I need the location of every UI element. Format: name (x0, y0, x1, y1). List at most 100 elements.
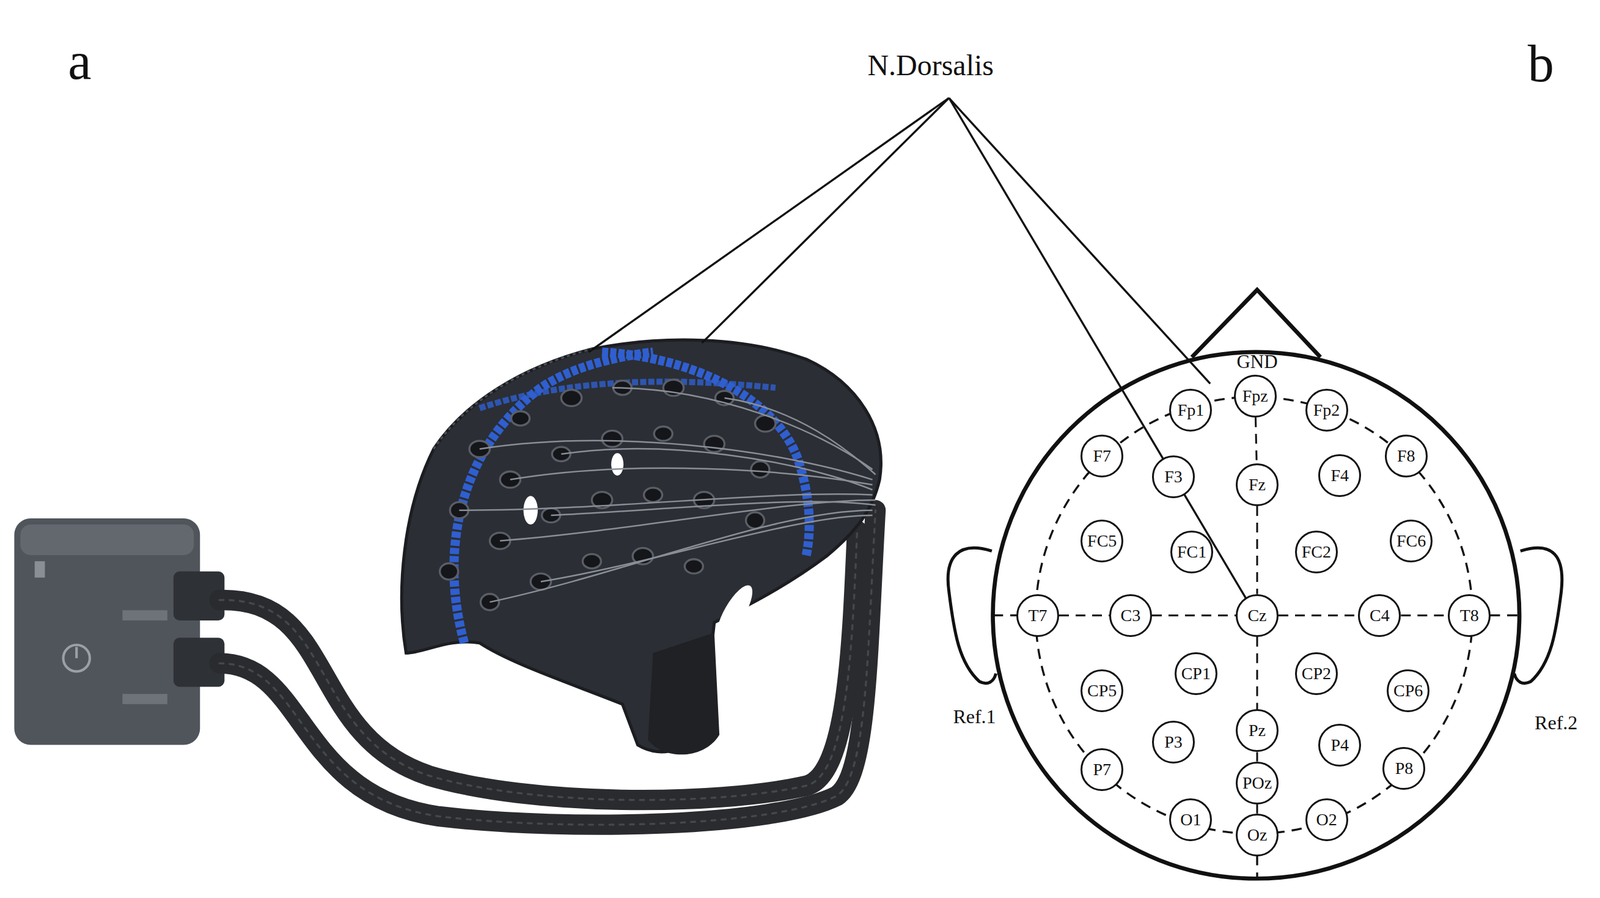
electrode-circle: Fp2 (1305, 388, 1349, 432)
illustration-part (510, 468, 873, 485)
head-outline (947, 289, 1563, 879)
electrode-label: POz (1242, 774, 1272, 792)
illustration-part (63, 644, 90, 672)
electrode-circle: C3 (1109, 594, 1153, 637)
electrode-circle: Fpz (1233, 374, 1277, 418)
dashed-guide-line (1256, 636, 1259, 710)
illustration-part (751, 461, 770, 478)
electrode-circle: FC5 (1080, 519, 1124, 563)
illustration-part (612, 387, 873, 470)
dashed-guide-line (1152, 614, 1236, 617)
electrode-circle: F8 (1384, 434, 1428, 478)
amplifier (14, 518, 225, 745)
electrode-circle: FC2 (1295, 530, 1338, 574)
illustration-part (1191, 289, 1321, 357)
illustration-part (20, 524, 194, 555)
electrode-label: P7 (1092, 760, 1112, 778)
illustration-part (949, 97, 1211, 384)
illustration-part (653, 426, 673, 441)
ground-label: GND (1236, 352, 1278, 371)
illustration-part (993, 352, 1520, 879)
illustration-part (1489, 614, 1520, 617)
electrode-label: Pz (1248, 721, 1266, 739)
electrode-label: O1 (1180, 811, 1201, 829)
illustration-part (746, 512, 765, 529)
electrode-circle: POz (1235, 761, 1279, 805)
illustration-part (561, 448, 873, 490)
illustration-part (561, 389, 582, 407)
illustration-part (122, 609, 167, 621)
electrode-circle: Pz (1235, 708, 1279, 752)
electrode-label: CP5 (1087, 682, 1117, 700)
electrode-circle: P3 (1152, 720, 1195, 764)
electrode-circle: C4 (1357, 594, 1401, 637)
electrode-circle: P4 (1318, 723, 1362, 767)
electrode-label: CP6 (1393, 682, 1423, 700)
illustration-part (440, 562, 459, 580)
electrode-circle: F3 (1152, 455, 1195, 499)
illustration-part (582, 553, 601, 568)
electrode-circle: Fz (1235, 463, 1279, 507)
leader-lines (588, 97, 1247, 600)
illustration-part (588, 97, 949, 353)
electrode-label: F8 (1397, 447, 1416, 465)
illustration-part (75, 646, 78, 658)
illustration-part (401, 339, 881, 752)
electrode-label: FC6 (1396, 532, 1426, 550)
illustration-part (540, 515, 873, 582)
electrode-label: T8 (1460, 606, 1479, 624)
electrode-circle: T7 (1016, 594, 1060, 637)
illustration-part (949, 97, 1248, 600)
illustration-part (704, 435, 725, 453)
illustration-part (14, 518, 200, 745)
dashed-guide-line (1256, 506, 1259, 595)
electrode-circle: F4 (1318, 454, 1362, 497)
electrode-circle: CP6 (1386, 669, 1430, 712)
electrode-label: P3 (1164, 733, 1183, 751)
electrode-label: Oz (1247, 826, 1268, 844)
illustration-part (724, 397, 876, 475)
dashed-guide-line (1278, 614, 1358, 617)
nerve-label: N.Dorsalis (867, 50, 994, 81)
electrode-circle: Fp1 (1169, 388, 1212, 432)
dashed-guide-line (1256, 804, 1259, 814)
electrode-label: Fp1 (1177, 401, 1205, 419)
electrode-label: Cz (1247, 606, 1267, 624)
reference-label: Ref.2 (1534, 712, 1578, 733)
panel-letter: a (67, 34, 92, 88)
illustration-part (458, 387, 876, 602)
electrode-circle: Oz (1235, 813, 1279, 857)
illustration-part (710, 580, 760, 644)
electrode-label: F4 (1330, 466, 1349, 485)
illustration-part (601, 430, 623, 447)
dashed-guide-line (1059, 614, 1110, 617)
electrode-label: Fz (1248, 476, 1266, 494)
electrode-circle: P7 (1080, 748, 1124, 791)
illustration-part (479, 440, 873, 480)
illustration-part (122, 693, 167, 705)
dashed-guide-line (1255, 417, 1257, 464)
electrode-circle: O1 (1169, 798, 1212, 841)
illustration-part (947, 547, 996, 683)
electrode-label: Fp2 (1313, 401, 1341, 419)
electrode-label: C4 (1369, 606, 1390, 624)
electrode-label: P8 (1395, 759, 1414, 777)
electrode-label: C3 (1120, 606, 1142, 624)
electrode-label: Fpz (1242, 387, 1269, 405)
electrode-label: F3 (1164, 468, 1183, 486)
dashed-guide-line (1256, 751, 1259, 761)
electrode-label: CP1 (1181, 664, 1211, 683)
electrode-label: CP2 (1301, 664, 1332, 683)
illustration-part (489, 510, 873, 602)
electrode-label: FC1 (1177, 543, 1207, 561)
electrode-label: F7 (1092, 447, 1112, 465)
electrode-label: P4 (1330, 736, 1349, 754)
electrode-circle: P8 (1382, 746, 1426, 790)
illustration-part (1514, 547, 1563, 683)
reference-label: Ref.1 (952, 706, 996, 727)
